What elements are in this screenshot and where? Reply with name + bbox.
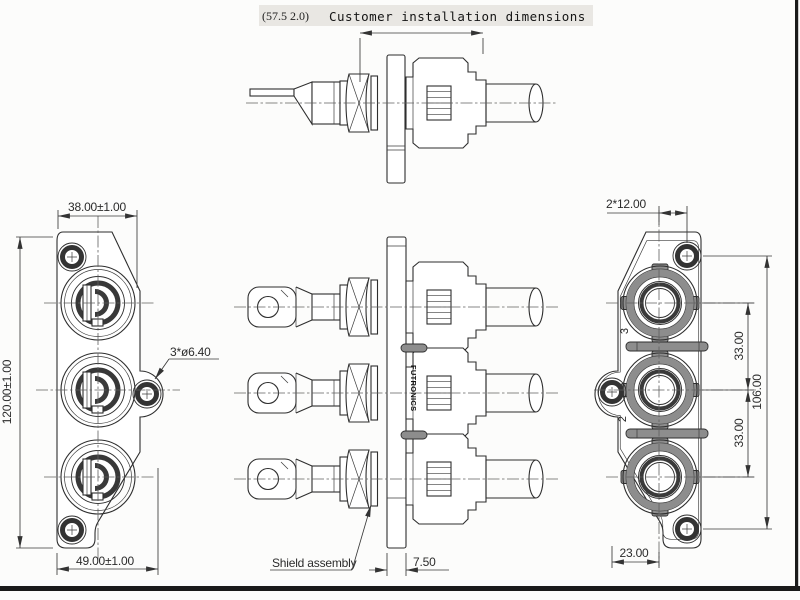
position-label-3: 3 [619, 328, 631, 334]
svg-text:49.00±1.00: 49.00±1.00 [76, 554, 134, 568]
dim-hole-span: 106.00 [703, 255, 772, 530]
mounting-hole-bottom [58, 516, 86, 544]
blade-terminal [249, 88, 295, 97]
title-reference-dimension: (57.5 2.0) [262, 9, 309, 23]
ground-stud-lower [400, 430, 428, 440]
dim-hole-offset: 2*12.00 [606, 197, 688, 243]
dimensions: 38.00±1.00 120.00±1.00 49.00±1.00 3*ø6.4… [0, 30, 772, 576]
dim-width-top: 38.00±1.00 [57, 200, 138, 288]
shield-plate [386, 236, 407, 549]
tie-bar-lower [625, 428, 709, 439]
svg-text:7.50: 7.50 [413, 555, 436, 569]
dim-installation-span [359, 30, 484, 82]
sheet-edge-right [795, 0, 799, 591]
rear-hole-middle [598, 378, 626, 406]
page-title: Customer installation dimensions [329, 9, 586, 24]
svg-text:Shield assembly: Shield assembly [272, 556, 357, 570]
callout-mounting-holes: 3*ø6.40 [154, 345, 219, 380]
dim-width-bottom: 49.00±1.00 [56, 468, 159, 575]
callout-shield-assembly: Shield assembly [270, 504, 372, 571]
svg-text:120.00±1.00: 120.00±1.00 [0, 359, 14, 424]
dim-pitch-upper: 33.00 [702, 302, 754, 391]
panel-section [386, 54, 406, 184]
title-block: (57.5 2.0) Customer installation dimensi… [259, 5, 593, 26]
svg-text:33.00: 33.00 [732, 418, 746, 448]
ground-stud-upper [400, 343, 428, 353]
brand-marking: FUTRONICS [409, 365, 418, 411]
rear-view: 3 2 [594, 231, 709, 549]
dim-bottom-offset: 23.00 [611, 546, 660, 568]
rear-hole-top [673, 242, 701, 270]
svg-text:38.00±1.00: 38.00±1.00 [68, 200, 126, 214]
rear-hole-bottom [673, 515, 701, 543]
svg-text:33.00: 33.00 [732, 331, 746, 361]
svg-text:2*12.00: 2*12.00 [606, 197, 646, 211]
svg-text:106.00: 106.00 [750, 374, 764, 410]
tie-bar-upper [625, 341, 709, 352]
dim-pitch-lower: 33.00 [702, 390, 754, 478]
dim-height: 120.00±1.00 [0, 236, 53, 549]
mounting-hole-middle [133, 380, 161, 408]
top-view [249, 54, 544, 184]
svg-text:23.00: 23.00 [619, 546, 649, 560]
svg-text:3*ø6.40: 3*ø6.40 [170, 345, 211, 359]
title-highlight [259, 5, 593, 26]
position-label-2: 2 [617, 416, 629, 422]
mounting-hole-top [58, 243, 86, 271]
side-view: FUTRONICS [247, 236, 544, 549]
sheet-edge-bottom [0, 586, 800, 591]
dim-plate-thickness: 7.50 [369, 553, 449, 576]
